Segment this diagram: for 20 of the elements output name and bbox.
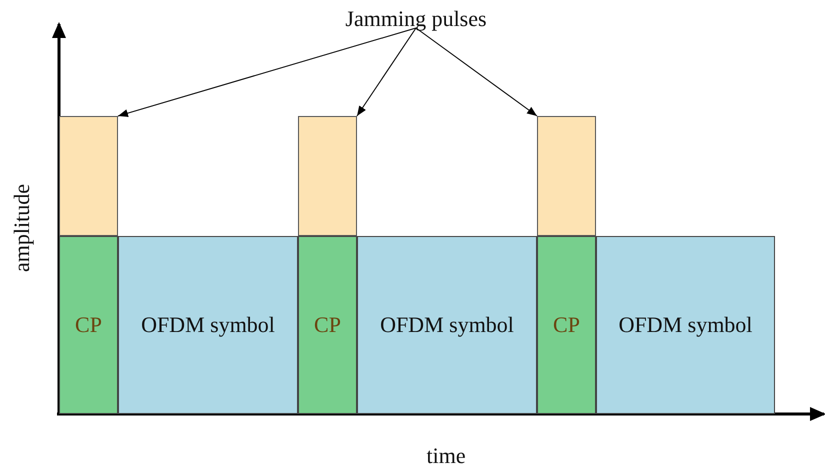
cyclic-prefix-block: [298, 236, 357, 414]
ofdm-symbol-block: [118, 236, 298, 414]
jamming-pulse-block: [59, 116, 118, 236]
jamming-pulse-block: [537, 116, 596, 236]
arrow: [356, 28, 416, 116]
ofdm-symbol-block: [357, 236, 537, 414]
ofdm-symbol-block: [596, 236, 775, 414]
block-label: CP: [553, 312, 580, 338]
arrow: [118, 28, 416, 117]
block-label: CP: [75, 312, 102, 338]
cyclic-prefix-block: [59, 236, 118, 414]
axis-title: time: [426, 443, 466, 467]
block-label: CP: [314, 312, 341, 338]
block-label: OFDM symbol: [618, 312, 752, 338]
cyclic-prefix-block: [537, 236, 596, 414]
axis-title: amplitude: [9, 184, 35, 272]
block-label: OFDM symbol: [141, 312, 275, 338]
block-label: OFDM symbol: [380, 312, 514, 338]
annotation-text: Jamming pulses: [316, 4, 516, 34]
jamming-pulse-block: [298, 116, 357, 236]
